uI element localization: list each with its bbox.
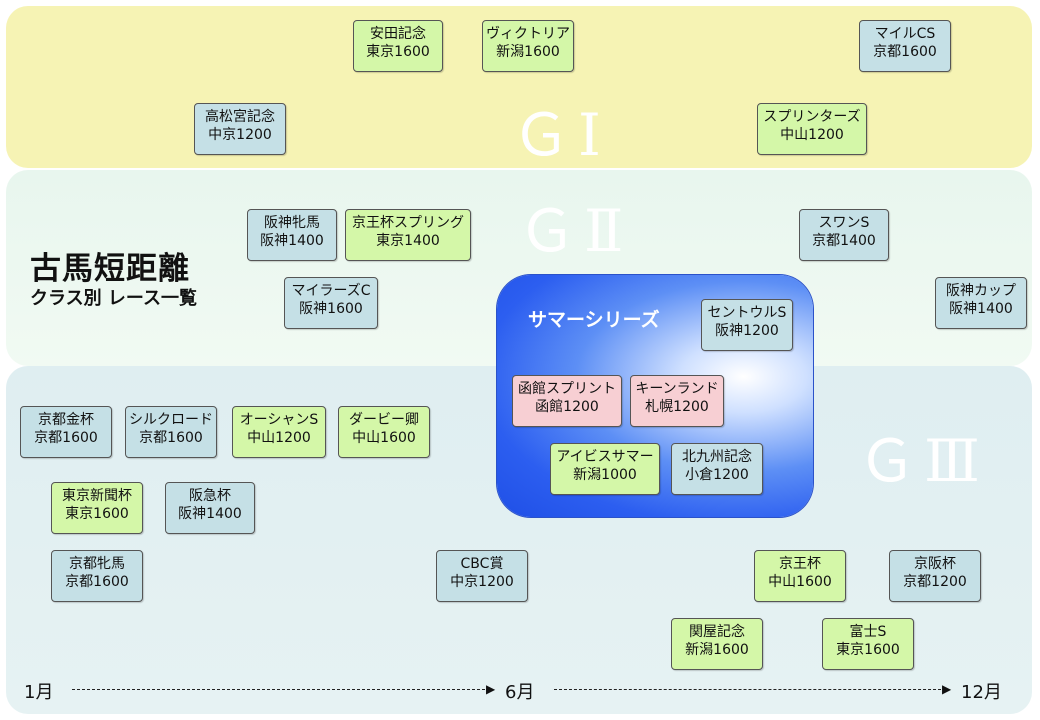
race-venue: 京都1400	[812, 233, 876, 249]
race-box: CBC賞 中京1200	[436, 550, 528, 602]
race-box: スワンS 京都1400	[799, 209, 889, 261]
race-venue: 新潟1600	[496, 44, 560, 60]
race-box: キーンランド 札幌1200	[630, 375, 724, 427]
race-box: ダービー卿 中山1600	[338, 406, 430, 458]
race-venue: 京都1600	[34, 430, 98, 446]
race-box: 阪神カップ 阪神1400	[935, 277, 1027, 329]
timeline-arrow-second-half	[554, 689, 946, 690]
race-box: 安田記念 東京1600	[353, 20, 443, 72]
race-venue: 中京1200	[450, 574, 514, 590]
race-venue: 新潟1000	[573, 467, 637, 483]
grade-label-g1: ＧⅠ	[512, 101, 609, 169]
race-venue: 阪神1400	[949, 301, 1013, 317]
race-box: 東京新聞杯 東京1600	[51, 482, 143, 534]
race-name: 京王杯	[779, 556, 821, 572]
race-box: 関屋記念 新潟1600	[671, 618, 763, 670]
race-name: ダービー卿	[349, 412, 419, 428]
race-name: セントウルS	[707, 305, 787, 321]
race-name: オーシャンS	[239, 412, 319, 428]
race-name: ヴィクトリア	[486, 26, 570, 42]
race-box: 京都金杯 京都1600	[20, 406, 112, 458]
race-venue: 中京1200	[208, 127, 272, 143]
race-box: 京王杯 中山1600	[754, 550, 846, 602]
grade-label-g3: ＧⅢ	[858, 427, 988, 495]
race-box: マイルCS 京都1600	[859, 20, 951, 72]
race-venue: 中山1600	[768, 574, 832, 590]
race-name: 函館スプリント	[518, 381, 616, 397]
race-name: スプリンターズ	[763, 109, 861, 125]
race-box: 富士S 東京1600	[822, 618, 914, 670]
race-name: 阪急杯	[189, 488, 231, 504]
race-name: 富士S	[849, 624, 887, 640]
race-venue: 東京1600	[65, 506, 129, 522]
arrow-head-icon: ▶	[942, 682, 952, 696]
race-box: 阪神牝馬 阪神1400	[247, 209, 337, 261]
race-box: 京阪杯 京都1200	[889, 550, 981, 602]
race-box: オーシャンS 中山1200	[232, 406, 326, 458]
race-name: アイビスサマー	[556, 449, 654, 465]
race-venue: 京都1600	[65, 574, 129, 590]
race-name: 京都牝馬	[69, 556, 125, 572]
race-box: ヴィクトリア 新潟1600	[482, 20, 574, 72]
race-box: アイビスサマー 新潟1000	[550, 443, 660, 495]
race-box: 阪急杯 阪神1400	[165, 482, 255, 534]
race-name: 京都金杯	[38, 412, 94, 428]
race-venue: 京都1200	[903, 574, 967, 590]
race-venue: 中山1600	[352, 430, 416, 446]
summer-series-label: サマーシリーズ	[528, 309, 660, 331]
race-name: 関屋記念	[689, 624, 745, 640]
race-venue: 新潟1600	[685, 642, 749, 658]
race-box: 北九州記念 小倉1200	[671, 443, 763, 495]
race-box: セントウルS 阪神1200	[701, 299, 793, 351]
timeline-end-label: 12月	[961, 682, 1002, 703]
race-venue: 京都1600	[873, 44, 937, 60]
race-name: マイルCS	[874, 26, 936, 42]
race-box: 京王杯スプリング 東京1400	[345, 209, 471, 261]
race-venue: 札幌1200	[645, 399, 709, 415]
race-name: キーンランド	[635, 381, 719, 397]
race-venue: 東京1600	[366, 44, 430, 60]
race-box: 高松宮記念 中京1200	[194, 103, 286, 155]
race-venue: 中山1200	[780, 127, 844, 143]
race-name: 北九州記念	[682, 449, 752, 465]
race-box: 函館スプリント 函館1200	[512, 375, 622, 427]
race-box: シルクロード 京都1600	[125, 406, 217, 458]
timeline-mid-label: 6月	[505, 682, 535, 703]
diagram-title: 古馬短距離	[30, 251, 190, 287]
timeline-arrow-first-half	[72, 689, 490, 690]
race-venue: 小倉1200	[685, 467, 749, 483]
race-venue: 函館1200	[535, 399, 599, 415]
race-name: 高松宮記念	[205, 109, 275, 125]
race-name: シルクロード	[129, 412, 213, 428]
race-venue: 京都1600	[139, 430, 203, 446]
race-name: 安田記念	[370, 26, 426, 42]
race-name: スワンS	[818, 215, 870, 231]
race-box: 京都牝馬 京都1600	[51, 550, 143, 602]
race-name: 東京新聞杯	[62, 488, 132, 504]
race-name: 京王杯スプリング	[352, 215, 464, 231]
diagram-subtitle: クラス別 レース一覧	[30, 288, 198, 309]
race-name: 阪神牝馬	[264, 215, 320, 231]
race-name: 京阪杯	[914, 556, 956, 572]
race-name: CBC賞	[460, 556, 504, 572]
timeline-start-label: 1月	[24, 682, 54, 703]
arrow-head-icon: ▶	[486, 682, 496, 696]
race-venue: 中山1200	[247, 430, 311, 446]
race-name: マイラーズC	[291, 283, 371, 299]
race-venue: 阪神1600	[299, 301, 363, 317]
race-venue: 東京1400	[376, 233, 440, 249]
race-venue: 阪神1400	[178, 506, 242, 522]
race-box: スプリンターズ 中山1200	[757, 103, 867, 155]
grade-label-g2: ＧⅡ	[518, 197, 632, 265]
race-name: 阪神カップ	[946, 283, 1016, 299]
race-venue: 阪神1400	[260, 233, 324, 249]
race-venue: 東京1600	[836, 642, 900, 658]
race-box: マイラーズC 阪神1600	[284, 277, 378, 329]
race-venue: 阪神1200	[715, 323, 779, 339]
